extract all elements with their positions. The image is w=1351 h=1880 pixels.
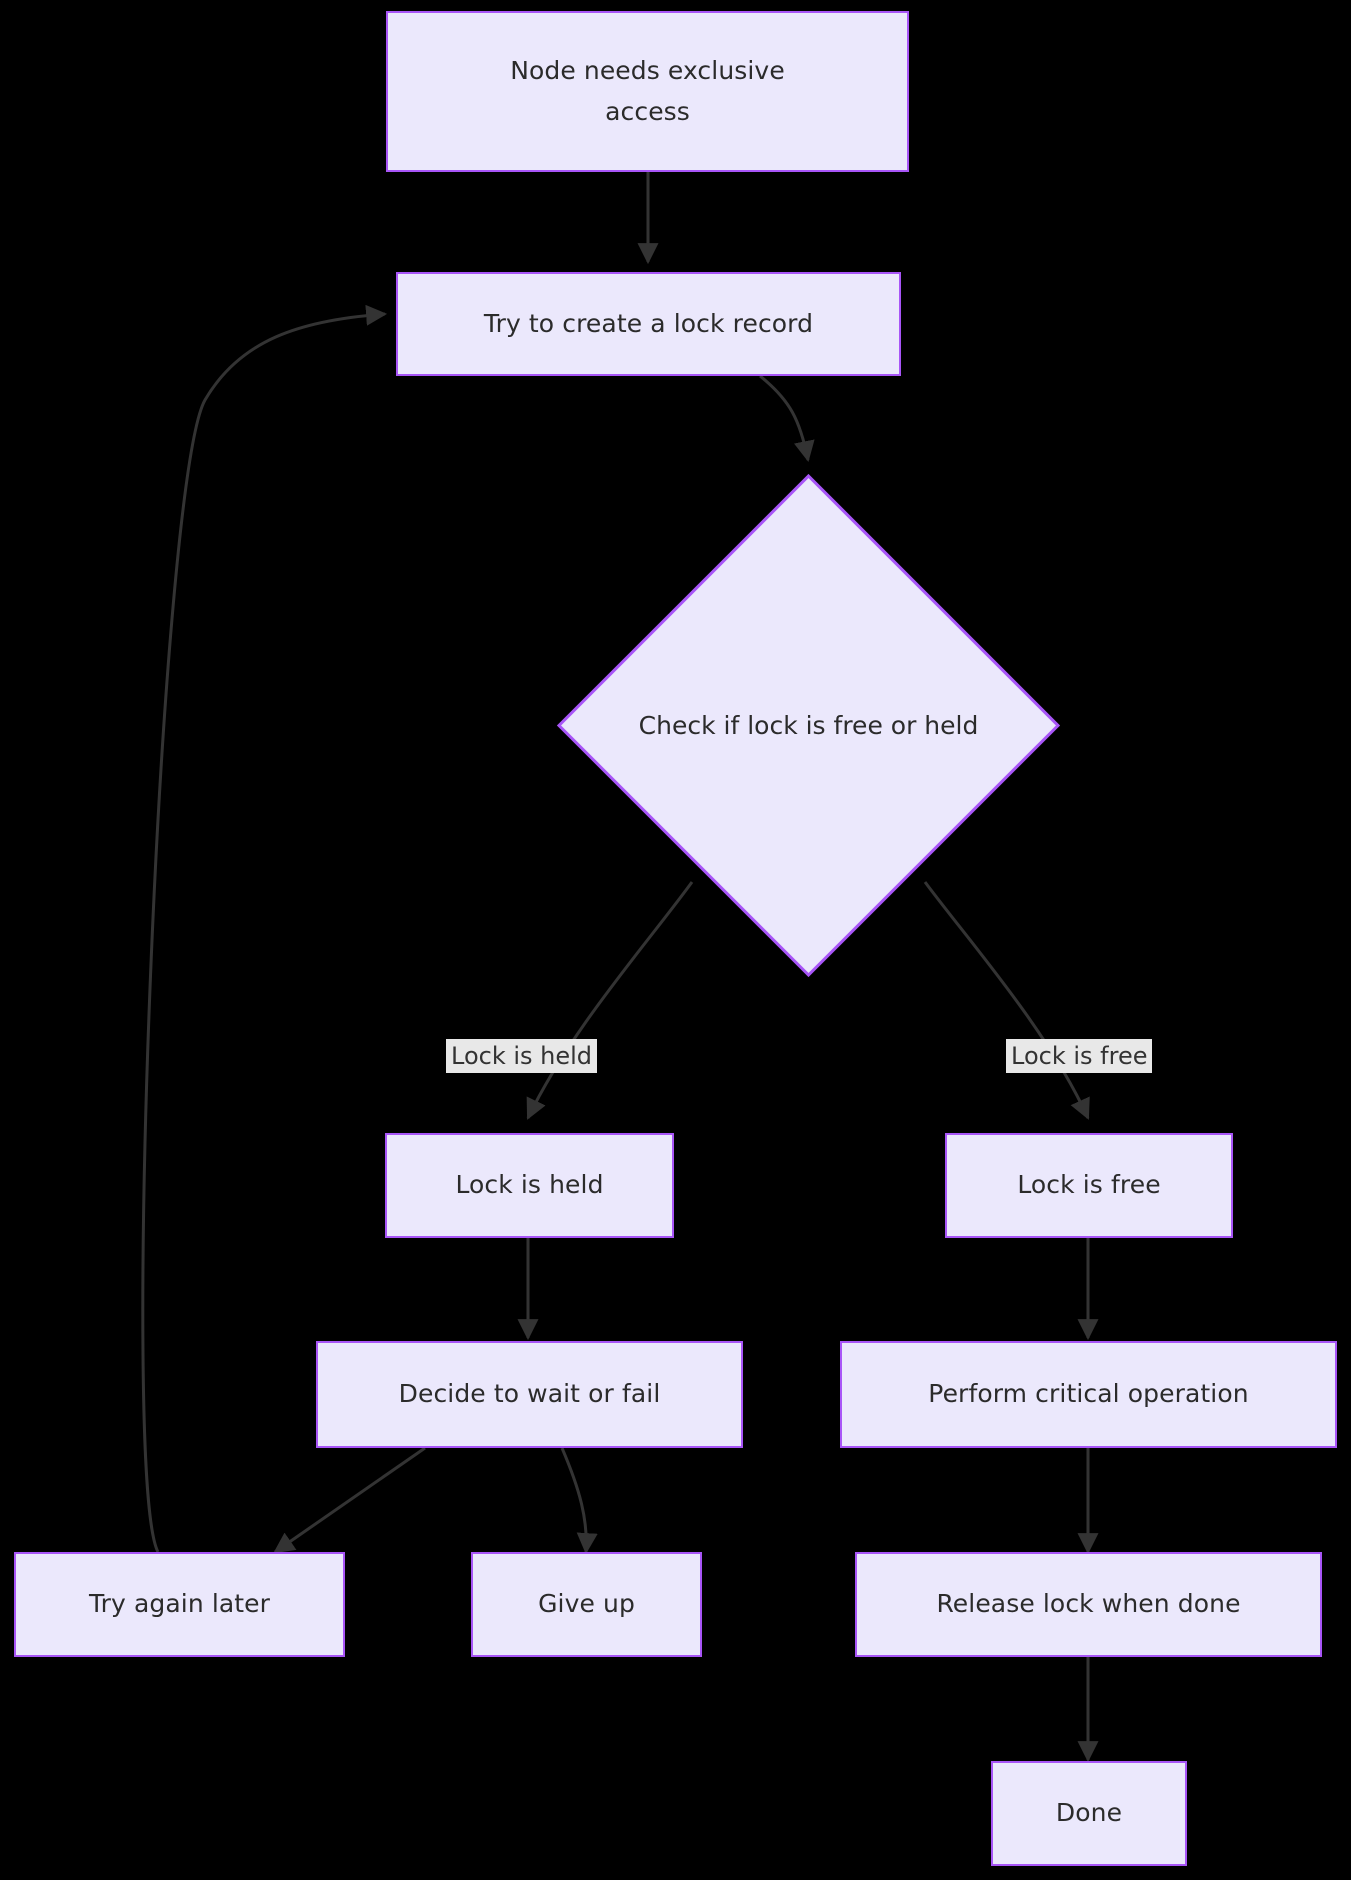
node-create-lock-record[interactable]: Try to create a lock record: [396, 272, 901, 376]
node-check-label: Check if lock is free or held: [638, 711, 979, 740]
node-lock-is-held[interactable]: Lock is held: [385, 1133, 674, 1238]
node-try-again-later[interactable]: Try again later: [14, 1552, 345, 1657]
edge-decide-retry: [273, 1446, 426, 1554]
edge-decide-giveup: [560, 1447, 598, 1555]
diamond-shape: [556, 473, 1061, 978]
node-start[interactable]: Node needs exclusive access: [386, 11, 909, 172]
node-release-lock-when-done[interactable]: Release lock when done: [855, 1552, 1322, 1657]
node-done[interactable]: Done: [991, 1761, 1187, 1866]
node-perform-critical-operation[interactable]: Perform critical operation: [840, 1341, 1337, 1448]
edge-label-lock-is-held: Lock is held: [446, 1039, 598, 1073]
node-give-up[interactable]: Give up: [471, 1552, 702, 1657]
edge-create-check: [759, 374, 815, 463]
edge-label-lock-is-free: Lock is free: [1006, 1039, 1153, 1073]
node-decide-wait-or-fail[interactable]: Decide to wait or fail: [316, 1341, 743, 1448]
node-lock-is-free[interactable]: Lock is free: [945, 1133, 1233, 1238]
node-check-lock-state[interactable]: Check if lock is free or held: [556, 473, 1061, 978]
